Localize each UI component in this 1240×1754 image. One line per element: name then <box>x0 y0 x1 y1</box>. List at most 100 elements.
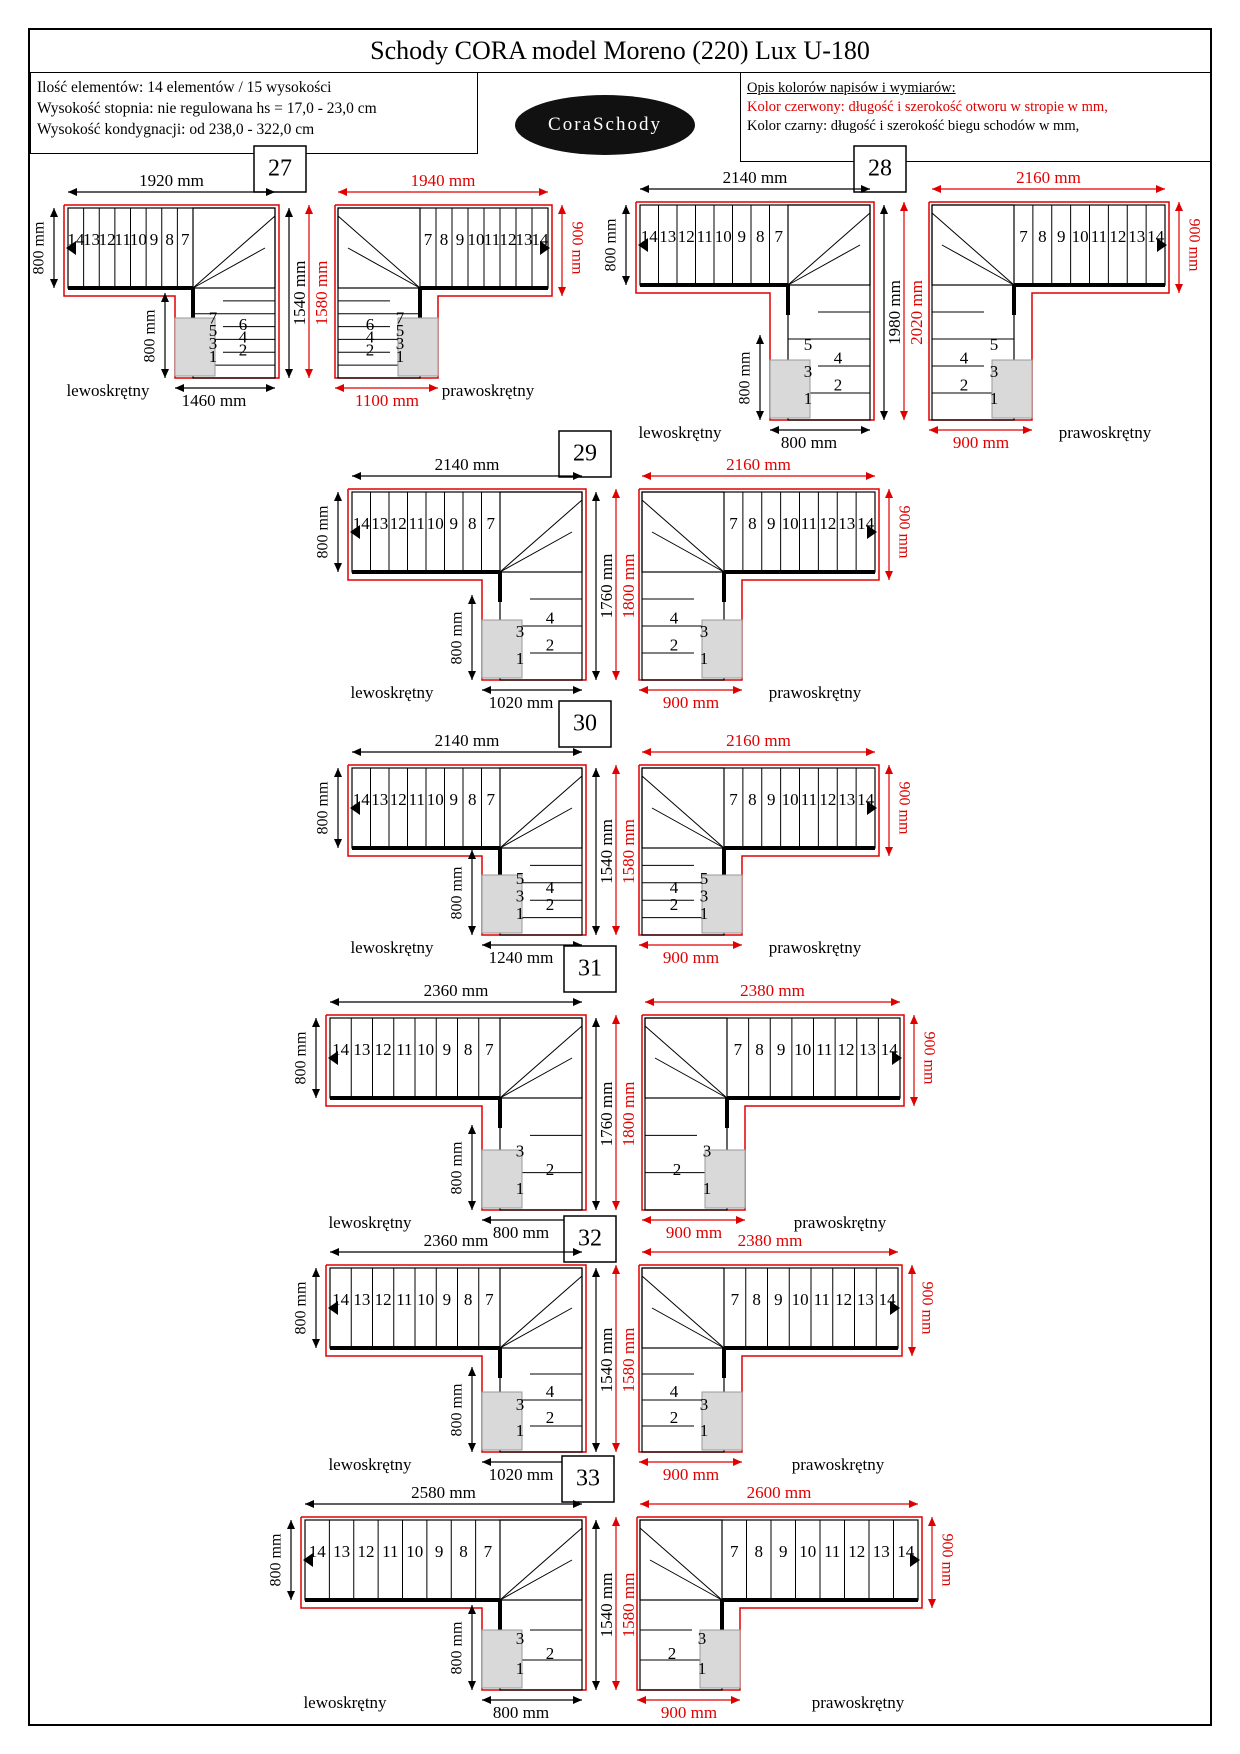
step-number: 6 <box>366 315 375 334</box>
dim-length-left-head <box>330 998 339 1006</box>
step-number: 1 <box>516 904 525 923</box>
label-right: prawoskrętny <box>769 683 862 702</box>
label-left: lewoskrętny <box>350 938 434 957</box>
dim-bottom-left-head <box>861 426 870 434</box>
step-number: 3 <box>396 334 405 353</box>
dim-width-right-label: 900 mm <box>568 222 585 275</box>
dim-length-right-head <box>891 998 900 1006</box>
dim-height-label: 1760 mm <box>597 1082 616 1147</box>
step-number: 2 <box>546 1644 555 1663</box>
winder-line <box>499 1307 573 1349</box>
dim-height-head <box>592 926 600 935</box>
dim-bottom-right-head <box>733 941 742 949</box>
step-number: 5 <box>396 321 405 340</box>
winder-line <box>499 1025 583 1099</box>
step-number: 4 <box>546 1382 555 1401</box>
dim-length-left-head <box>573 1500 582 1508</box>
dim-width-left-head <box>622 276 630 285</box>
label-right: prawoskrętny <box>812 1693 905 1712</box>
step-number: 11 <box>396 1290 412 1309</box>
step-number: 9 <box>1057 227 1066 246</box>
dim-bottom-left-head <box>573 1696 582 1704</box>
dim-bottom-right-head <box>335 384 344 392</box>
dim-leg-left-head <box>756 411 764 420</box>
dim-leg-left-head <box>468 1367 476 1376</box>
dim-width-left-head <box>622 205 630 214</box>
dim-height-red-head <box>305 369 313 378</box>
winder-line <box>641 775 725 849</box>
opening-outline-left <box>635 201 875 421</box>
step-number: 3 <box>209 334 218 353</box>
dim-length-right-head <box>889 1248 898 1256</box>
entry-arrow <box>890 1301 900 1315</box>
dim-length-right-label: 2160 mm <box>1016 168 1081 187</box>
grey-step <box>769 359 811 419</box>
dim-height-red-head <box>900 411 908 420</box>
dim-leg-left-head <box>161 293 169 302</box>
step-number: 11 <box>801 514 817 533</box>
dim-width-right-head <box>885 847 893 856</box>
dim-height-red-head <box>612 1015 620 1024</box>
winder-line <box>499 775 583 849</box>
dim-length-left-head <box>573 998 582 1006</box>
dim-length-left-head <box>640 185 649 193</box>
dim-bottom-left-label: 800 mm <box>781 433 837 452</box>
dim-bottom-left-head <box>482 1458 491 1466</box>
dim-length-left-head <box>266 188 275 196</box>
dim-length-left-head <box>305 1500 314 1508</box>
entry-arrow <box>540 241 550 255</box>
step-number: 11 <box>824 1542 840 1561</box>
winder-line <box>499 499 583 573</box>
dim-height-head <box>285 369 293 378</box>
dim-leg-left-head <box>468 595 476 604</box>
dim-length-right-label: 2160 mm <box>726 731 791 750</box>
dim-bottom-right-label: 1100 mm <box>355 391 419 410</box>
winder-line <box>499 1057 573 1099</box>
step-number: 1 <box>700 1421 709 1440</box>
winder-line <box>499 1527 583 1601</box>
step-number: 11 <box>409 514 425 533</box>
step-number: 8 <box>468 790 477 809</box>
dim-bottom-left-head <box>482 941 491 949</box>
step-number: 8 <box>755 1040 764 1059</box>
dim-length-left-head <box>573 748 582 756</box>
step-number: 5 <box>990 335 999 354</box>
dim-leg-left-label: 800 mm <box>449 1141 466 1194</box>
dim-width-right-head <box>558 205 566 214</box>
dim-width-right-head <box>928 1517 936 1526</box>
dim-height-head <box>592 1681 600 1690</box>
dim-leg-left-head <box>468 1681 476 1690</box>
step-number: 10 <box>417 1040 434 1059</box>
dim-length-right-label: 2380 mm <box>738 1231 803 1250</box>
step-number: 10 <box>1072 227 1089 246</box>
dim-width-left-head <box>334 492 342 501</box>
step-number: 1 <box>209 347 218 366</box>
step-number: 12 <box>375 1040 392 1059</box>
step-number: 1 <box>516 1659 525 1678</box>
step-number: 5 <box>209 321 218 340</box>
step-number: 4 <box>670 878 679 897</box>
dim-bottom-right-head <box>642 1216 651 1224</box>
dim-height-red-label: 1580 mm <box>619 1328 638 1393</box>
step-number: 7 <box>734 1040 743 1059</box>
dim-width-right-label: 900 mm <box>920 1032 937 1085</box>
dim-height-head <box>592 1268 600 1277</box>
step-number: 7 <box>396 308 405 327</box>
step-number: 13 <box>371 514 388 533</box>
dim-height-head <box>592 1018 600 1027</box>
dim-height-red-head <box>612 926 620 935</box>
step-number: 7 <box>181 230 190 249</box>
dim-bottom-left-head <box>770 426 779 434</box>
dim-length-left-label: 1920 mm <box>139 171 204 190</box>
step-number: 1 <box>396 347 405 366</box>
winder-line <box>641 1275 725 1349</box>
dim-leg-left-head <box>468 850 476 859</box>
dim-width-right-label: 900 mm <box>1185 219 1202 272</box>
step-number: 4 <box>366 328 375 347</box>
step-number: 8 <box>752 1290 761 1309</box>
step-number: 12 <box>848 1542 865 1561</box>
dim-width-left-label: 800 mm <box>31 221 48 274</box>
dim-width-right-head <box>1175 202 1183 211</box>
